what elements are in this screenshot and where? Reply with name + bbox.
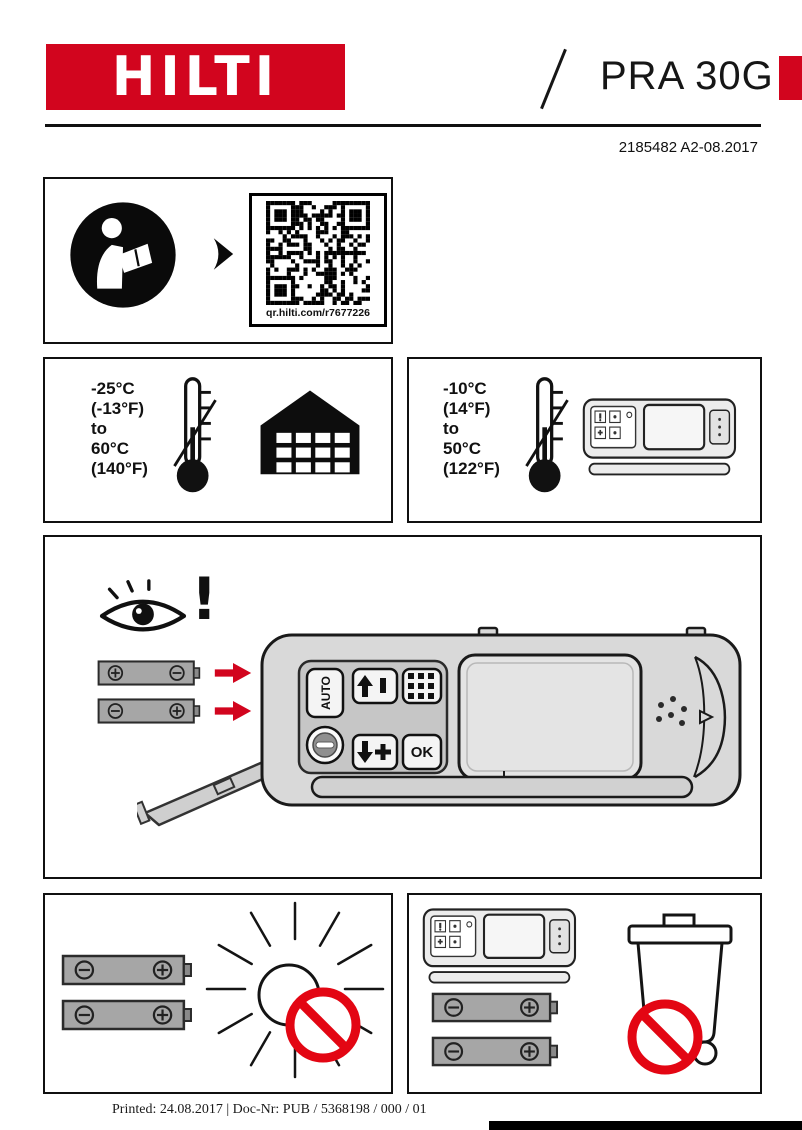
display <box>457 653 643 781</box>
no-trash-icon <box>627 913 733 1075</box>
no-heat-icon <box>205 901 385 1079</box>
down-button <box>351 733 399 771</box>
print-info: Printed: 24.08.2017 | Doc-Nr: PUB / 5368… <box>112 1102 427 1117</box>
speaker-holes <box>656 696 687 726</box>
battery-icon <box>61 954 193 986</box>
battery-icon <box>431 992 559 1023</box>
prohibition-icon <box>627 999 703 1075</box>
auto-button-label: AUTO <box>319 676 333 710</box>
insert-arrow-icon <box>214 701 252 721</box>
temp-line: (140°F) <box>91 459 148 478</box>
temp-line: 50°C <box>443 439 481 458</box>
exclamation-mark: ! <box>191 565 218 633</box>
next-arrow-icon <box>213 238 234 270</box>
doc-number: 2185482 A2-08.2017 <box>618 139 758 156</box>
receiver-icon <box>422 908 577 984</box>
grip-rail <box>310 775 694 799</box>
menu-button <box>401 667 443 705</box>
operating-temp-range: -10°C (14°F) to 50°C (122°F) <box>443 379 500 479</box>
belt-clip <box>693 655 727 779</box>
battery-icon <box>61 999 193 1031</box>
temp-line: (14°F) <box>443 399 491 418</box>
temp-line: to <box>443 419 460 438</box>
storage-temp-range: -25°C (-13°F) to 60°C (140°F) <box>91 379 148 479</box>
no-heat-warning-box <box>43 893 393 1094</box>
temp-line: (-13°F) <box>91 399 145 418</box>
insert-arrow-icon <box>214 663 252 683</box>
storage-temperature-box: -25°C (-13°F) to 60°C (140°F) <box>43 357 393 523</box>
up-button <box>351 667 399 705</box>
temp-line: 60°C <box>91 439 129 458</box>
heat-rays-icon <box>205 901 385 1079</box>
battery-insertion-figure-box: ! AUTO <box>43 535 762 879</box>
power-button <box>305 725 345 765</box>
temp-line: -10°C <box>443 379 487 398</box>
header-rule <box>45 124 761 127</box>
prohibition-icon <box>285 987 361 1063</box>
qr-code-icon <box>266 201 370 305</box>
indoor-storage-icon <box>260 390 360 475</box>
battery-icon <box>431 1036 559 1067</box>
ok-button-label: OK <box>411 744 434 761</box>
qr-code: qr.hilti.com/r7677226 <box>249 193 387 327</box>
battery-icon <box>97 660 201 686</box>
divider-slash-icon <box>540 48 567 110</box>
footer-bar <box>489 1121 802 1130</box>
temp-line: (122°F) <box>443 459 500 478</box>
thermometer-icon <box>172 377 218 494</box>
temp-line: -25°C <box>91 379 135 398</box>
auto-button: AUTO <box>305 667 345 719</box>
hilti-logo-text: HILTI <box>111 45 280 109</box>
qr-instruction-box: qr.hilti.com/r7677226 <box>43 177 393 344</box>
red-accent-square <box>779 56 802 100</box>
receiver-icon <box>582 398 737 476</box>
product-title: PRA 30G <box>600 54 774 98</box>
hilti-logo: HILTI <box>46 44 345 110</box>
no-trash-disposal-box <box>407 893 762 1094</box>
thermometer-icon <box>524 377 570 494</box>
operating-temperature-box: -10°C (14°F) to 50°C (122°F) <box>407 357 762 523</box>
battery-icon <box>97 698 201 724</box>
qr-url-label: qr.hilti.com/r7677226 <box>266 307 370 319</box>
laser-receiver-figure: AUTO <box>260 626 742 807</box>
eye-warning-icon <box>99 579 187 632</box>
read-manual-icon <box>70 202 176 308</box>
temp-line: to <box>91 419 108 438</box>
ok-button: OK <box>401 733 443 771</box>
